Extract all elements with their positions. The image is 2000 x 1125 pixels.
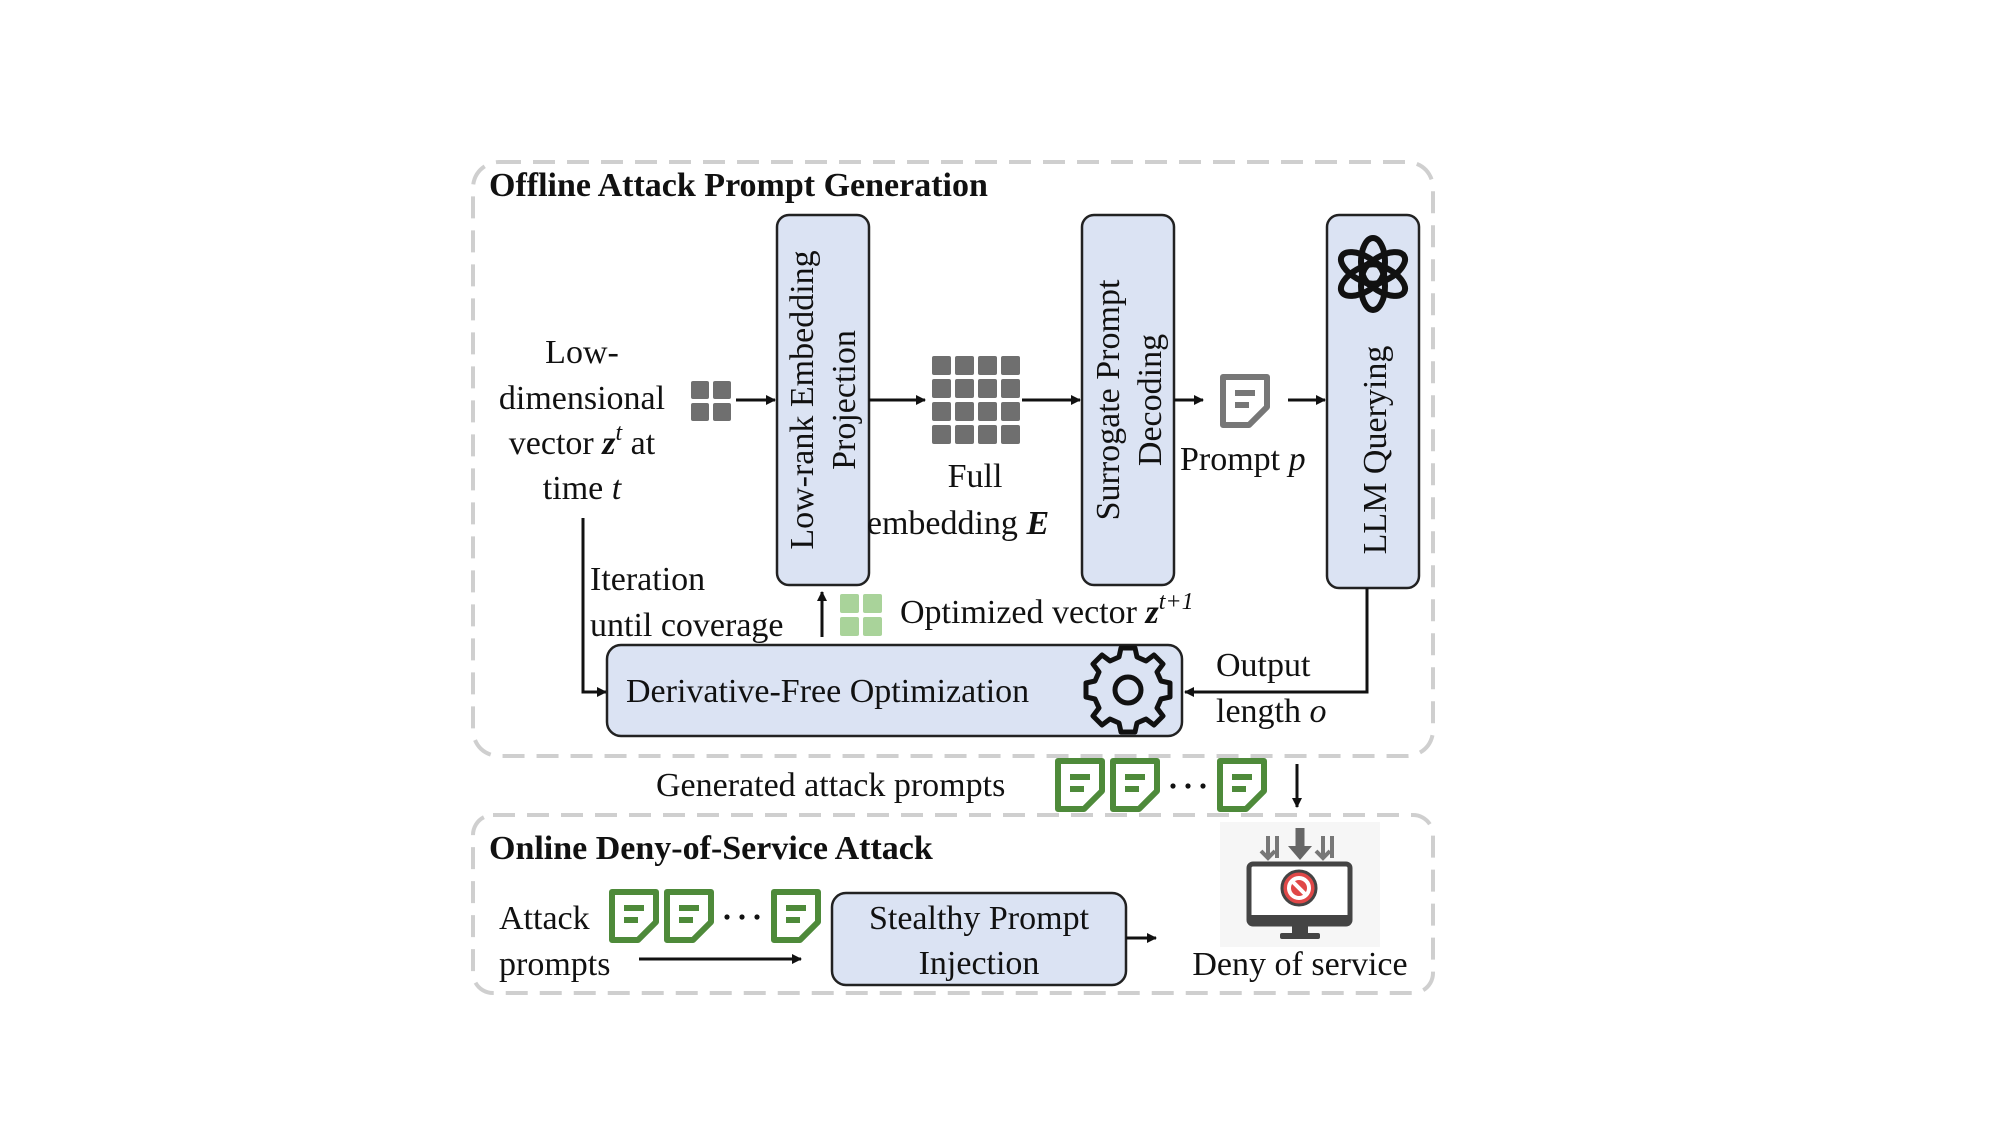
low-rank-projection-label-1: Low-rank Embedding	[784, 250, 821, 549]
iteration-label-2: until coverage	[590, 607, 784, 644]
generated-prompts-label: Generated attack prompts	[656, 767, 1005, 804]
surrogate-decoding-label-2: Decoding	[1132, 334, 1169, 466]
online-title: Online Deny-of-Service Attack	[489, 830, 933, 867]
embedding-cell	[978, 356, 997, 375]
svg-text:time t: time t	[543, 470, 623, 507]
attack-label-2: prompts	[499, 946, 610, 983]
online-frame	[471, 813, 1435, 995]
ellipsis-dots	[1170, 783, 1206, 789]
embedding-cell	[1001, 425, 1020, 444]
iteration-arrow	[581, 518, 607, 697]
full-embedding-label-2: embedding E	[867, 505, 1049, 542]
embedding-cell	[955, 425, 974, 444]
generated-prompt-icons	[1058, 761, 1264, 809]
input-vector-label: Low- dimensional vector zt at time t	[499, 334, 665, 507]
full-embedding-grid-icon	[932, 356, 1020, 444]
svg-text:Low-: Low-	[545, 334, 619, 371]
iteration-label-1: Iteration	[590, 561, 705, 598]
embedding-cell	[932, 379, 951, 398]
embedding-cell	[1001, 356, 1020, 375]
embedding-cell	[955, 402, 974, 421]
llm-querying-label: LLM Querying	[1357, 346, 1394, 555]
attack-label-1: Attack	[499, 900, 590, 937]
ellipsis-dots-online	[724, 914, 760, 920]
output-length-arrow	[1184, 588, 1369, 697]
embedding-cell	[978, 379, 997, 398]
prompt-label: Prompt p	[1180, 441, 1306, 478]
low-rank-projection-label-2: Projection	[826, 330, 863, 470]
dfo-label: Derivative-Free Optimization	[626, 673, 1029, 710]
embedding-cell	[955, 356, 974, 375]
optimized-vector-label: Optimized vector zt+1	[900, 589, 1194, 631]
embedding-cell	[932, 402, 951, 421]
embedding-cell	[932, 356, 951, 375]
monitor-blocked-icon	[1220, 822, 1380, 947]
svg-text:dimensional: dimensional	[499, 380, 665, 417]
embedding-cell	[978, 402, 997, 421]
stealthy-label-2: Injection	[919, 945, 1040, 982]
gear-icon	[1083, 645, 1173, 735]
attack-prompt-icons	[612, 892, 818, 940]
embedding-cell	[932, 425, 951, 444]
stealthy-label-1: Stealthy Prompt	[869, 900, 1090, 937]
offline-frame	[471, 160, 1435, 758]
embedding-cell	[1001, 379, 1020, 398]
low-dim-vector-icon	[691, 381, 731, 421]
llm-querying-box	[1325, 213, 1421, 590]
full-embedding-label-1: Full	[948, 458, 1003, 495]
surrogate-decoding-label-1: Surrogate Prompt	[1090, 279, 1127, 520]
output-label-1: Output	[1216, 647, 1311, 684]
svg-text:vector zt at: vector zt at	[509, 420, 656, 462]
openai-logo-icon	[1337, 235, 1409, 313]
embedding-cell	[955, 379, 974, 398]
prompt-document-icon	[1223, 377, 1267, 425]
output-label-2: length o	[1216, 693, 1326, 730]
offline-title: Offline Attack Prompt Generation	[489, 167, 988, 204]
derivative-free-optimization-box	[605, 643, 1184, 738]
optimized-vector-icon	[840, 594, 882, 636]
embedding-cell	[978, 425, 997, 444]
deny-of-service-label: Deny of service	[1192, 946, 1407, 983]
embedding-cell	[1001, 402, 1020, 421]
